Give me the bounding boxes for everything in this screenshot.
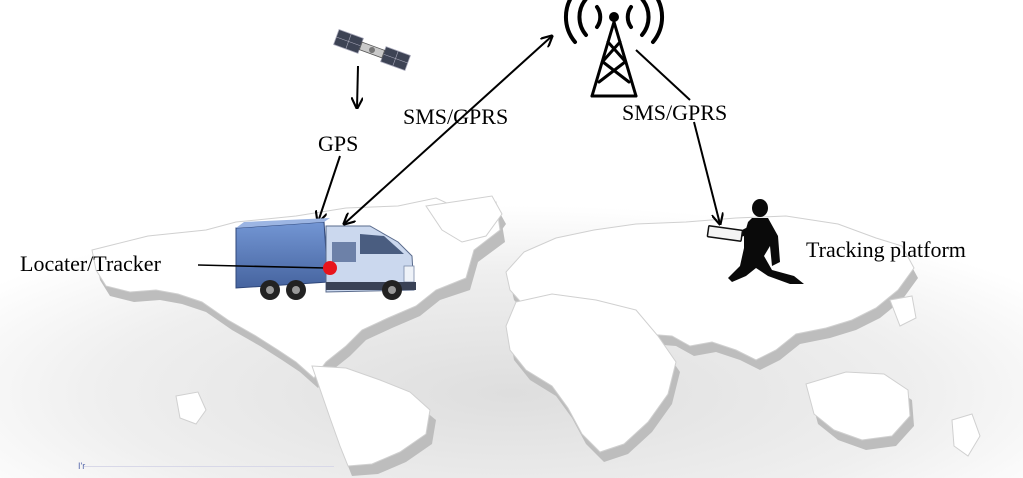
arrow-truck-tower	[344, 36, 552, 224]
island-1	[175, 391, 207, 425]
arrow-tower-platform-2	[693, 121, 720, 224]
arrow-tower-platform	[635, 49, 691, 101]
tablet-icon	[706, 225, 744, 242]
sms-gprs-uplink-label: SMS/GPRS	[403, 104, 509, 129]
bottom-divider	[84, 466, 334, 467]
australia	[805, 371, 911, 441]
arrow-satellite-gps-upper	[357, 65, 358, 108]
sms-gprs-downlink-label: SMS/GPRS	[622, 100, 728, 125]
island-2	[951, 413, 981, 457]
africa	[505, 293, 677, 453]
gps-label: GPS	[318, 131, 359, 156]
arrow-gps-truck	[318, 155, 341, 222]
satellite-icon	[333, 28, 411, 72]
cell-tower-icon	[564, 0, 664, 98]
island-3	[889, 295, 917, 327]
corner-mark: I'r	[78, 461, 86, 471]
tracker-device-dot	[323, 261, 337, 275]
locater-tracker-label: Locater/Tracker	[20, 251, 161, 276]
south-america	[311, 365, 431, 467]
truck-icon	[235, 218, 416, 300]
signal-arrows	[318, 36, 720, 224]
tracking-platform-label: Tracking platform	[806, 237, 966, 262]
tracker-pointer-line	[197, 264, 327, 269]
